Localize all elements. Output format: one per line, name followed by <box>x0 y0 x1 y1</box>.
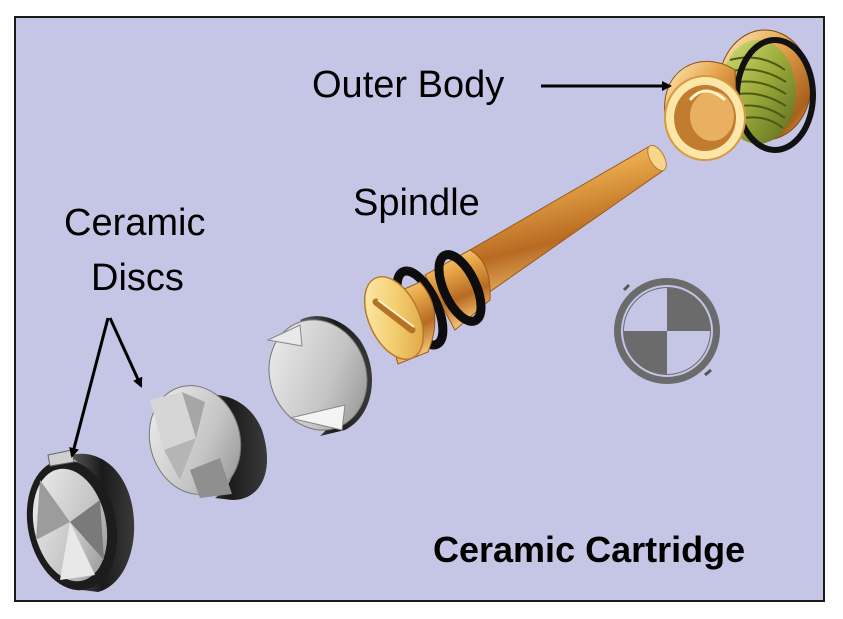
ceramic-disc-middle <box>148 385 268 500</box>
spindle-label: Spindle <box>353 182 480 224</box>
quartered-circle-icon <box>614 278 720 384</box>
ceramic-disc-upper <box>266 316 372 436</box>
ceramic-disc-lower <box>26 449 135 592</box>
outer-body <box>664 29 816 161</box>
ceramic-discs-label-line1: Ceramic <box>64 202 205 244</box>
ceramic-discs-label-line2: Discs <box>91 257 184 299</box>
outer-body-label: Outer Body <box>312 64 504 106</box>
ceramic-discs-arrows <box>69 317 143 458</box>
diagram-title: Ceramic Cartridge <box>433 529 745 570</box>
spindle <box>363 144 667 365</box>
